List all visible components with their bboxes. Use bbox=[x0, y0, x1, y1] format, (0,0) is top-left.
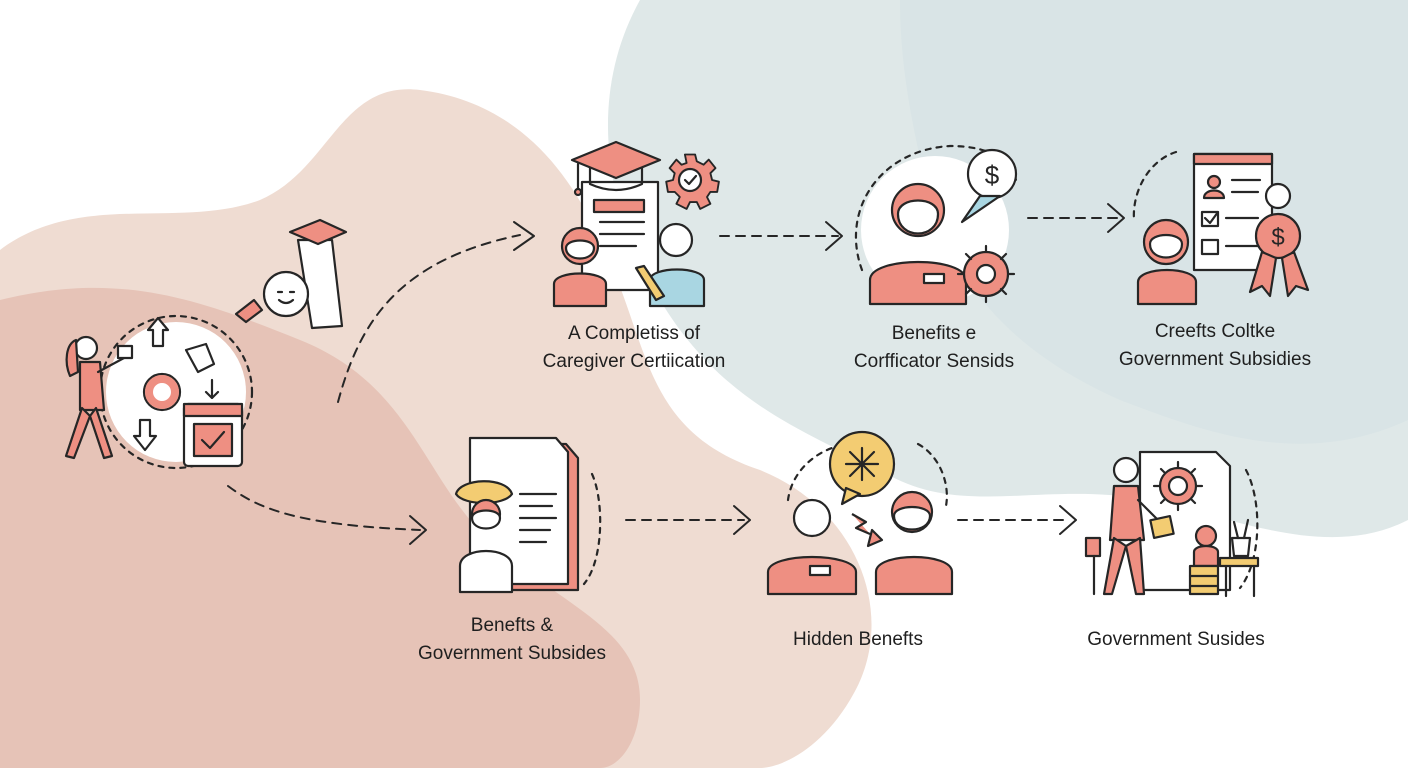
caption-creefts-government-subsidies: Creefts Coltke Government Subsidies bbox=[1100, 318, 1330, 374]
flow-arrows bbox=[227, 203, 1125, 545]
caption-certificator-sensids: Benefits e Corfficator Sensids bbox=[834, 320, 1034, 376]
caption-line: Benefts & bbox=[470, 615, 554, 636]
arrow-start-to-documents bbox=[227, 485, 421, 531]
government-support-icon bbox=[1084, 450, 1260, 598]
certification-icon bbox=[552, 140, 720, 308]
arrow-start-to-certification bbox=[337, 234, 521, 403]
caregiver-tasks-icon bbox=[64, 218, 348, 470]
caption-line: Government Susides bbox=[1087, 629, 1265, 650]
caption-line: Corfficator Sensids bbox=[853, 351, 1015, 372]
caption-line: Creefts Coltke bbox=[1154, 321, 1276, 342]
cool-background-blob-inner bbox=[900, 0, 1408, 444]
caption-hidden-benefits: Hidden Benefts bbox=[758, 626, 958, 654]
caption-benefits-government-subsides: Benefts & Government Subsides bbox=[402, 612, 622, 668]
caption-line: Benefits e bbox=[891, 323, 977, 344]
caption-line: Government Subsidies bbox=[1118, 349, 1312, 370]
caption-line: Government Subsides bbox=[418, 643, 606, 664]
caption-government-susides: Government Susides bbox=[1064, 626, 1288, 654]
caption-line: Hidden Benefts bbox=[793, 629, 923, 650]
subsidy-document-icon: $ bbox=[1132, 150, 1310, 306]
benefits-person-icon: $ bbox=[854, 144, 1018, 306]
hidden-benefits-icon bbox=[766, 430, 954, 596]
caption-caregiver-certification: A Completiss of Caregiver Certiication bbox=[534, 320, 734, 376]
benefits-document-icon bbox=[454, 436, 602, 594]
svg-text:$: $ bbox=[985, 160, 1000, 190]
caption-line: Caregiver Certiication bbox=[542, 351, 726, 372]
caption-line: A Completiss of bbox=[568, 323, 700, 344]
svg-text:$: $ bbox=[1271, 224, 1284, 251]
